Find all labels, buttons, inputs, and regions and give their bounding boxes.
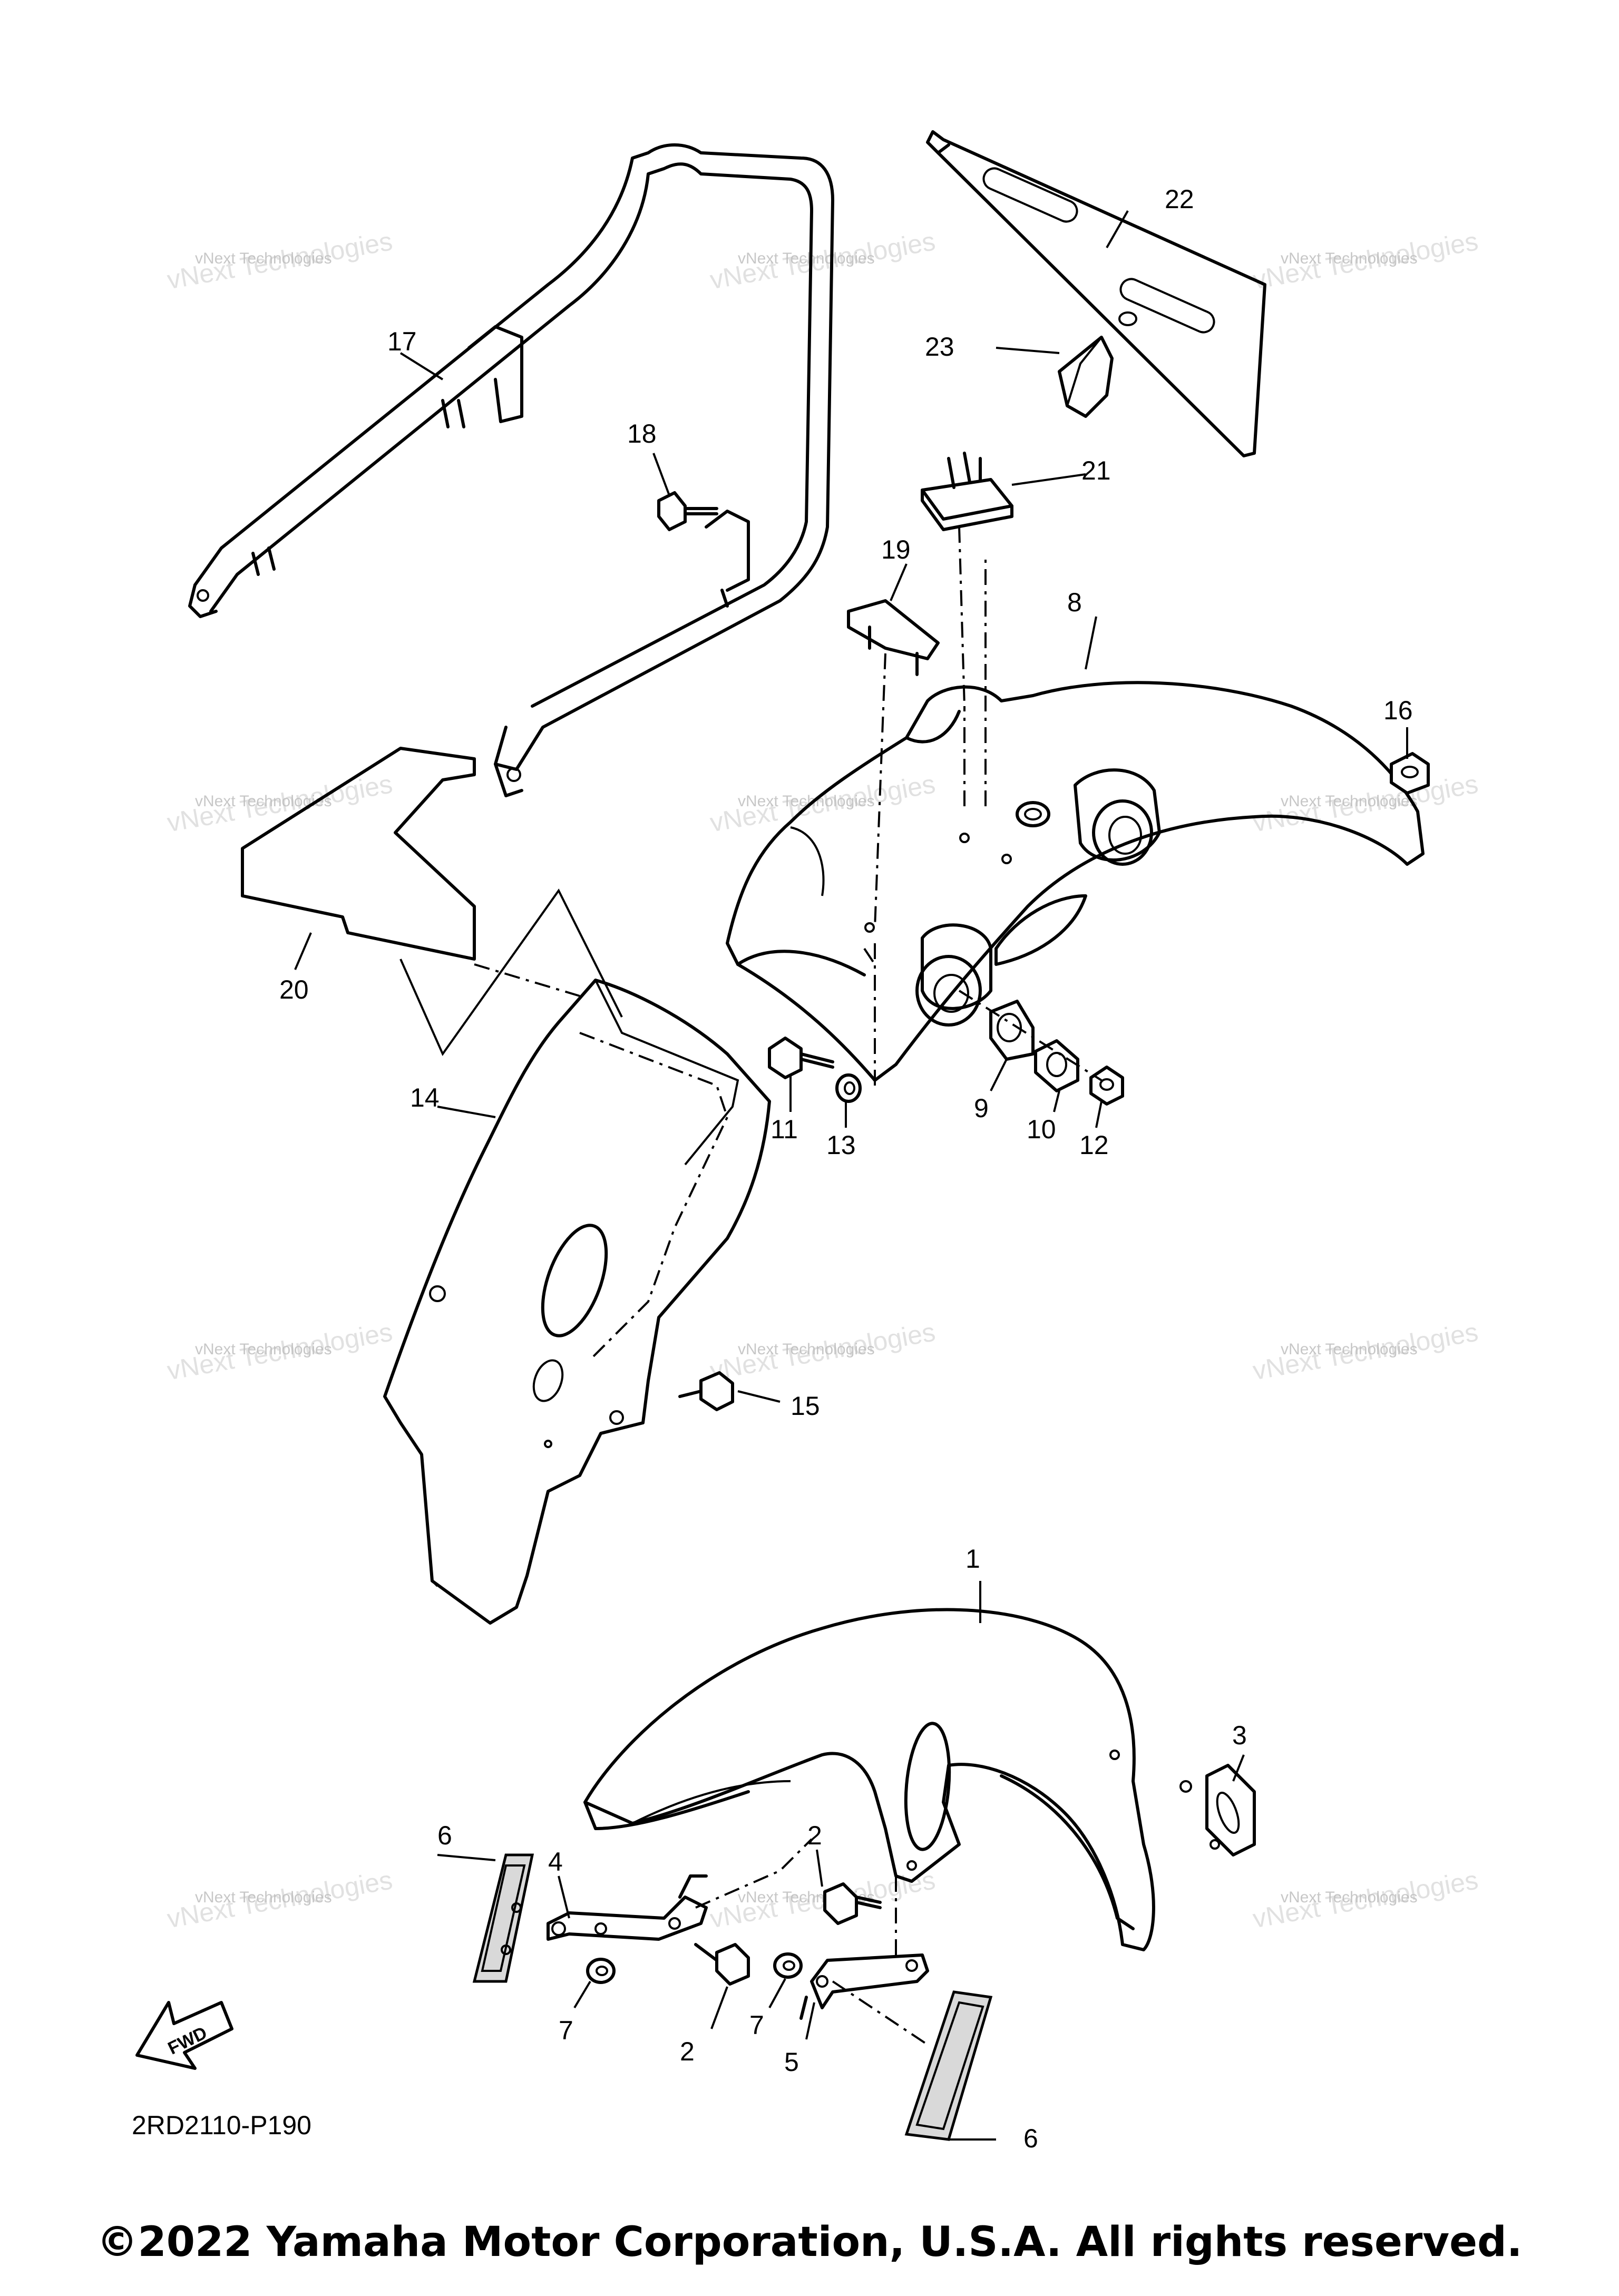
watermark: vNext Technologies vNext Technologies	[165, 1317, 395, 1385]
callout-1: 1	[965, 1544, 980, 1574]
svg-text:vNext Technologies: vNext Technologies	[1251, 769, 1480, 837]
svg-text:vNext Technologies: vNext Technologies	[195, 1889, 332, 1906]
svg-text:vNext Technologies: vNext Technologies	[165, 1317, 395, 1385]
callout-8: 8	[1067, 588, 1082, 617]
svg-text:vNext Technologies: vNext Technologies	[165, 1865, 395, 1933]
watermark: vNext Technologies vNext Technologies	[708, 1865, 938, 1933]
svg-text:vNext Technologies: vNext Technologies	[738, 250, 875, 267]
svg-text:vNext Technologies: vNext Technologies	[195, 1341, 332, 1358]
callout-17: 17	[387, 327, 417, 356]
callout-13: 13	[826, 1130, 856, 1160]
mount-line	[695, 1838, 929, 2046]
callout-22: 22	[1165, 184, 1194, 214]
part-4-bracket	[547, 1874, 708, 1941]
watermark: vNext Technologies vNext Technologies	[165, 226, 395, 295]
part-2-bolt-right	[823, 1882, 882, 1925]
axis-line	[958, 990, 1103, 1081]
part-22-license-bracket	[926, 130, 1266, 457]
svg-text:vNext Technologies: vNext Technologies	[738, 1341, 875, 1358]
callout-2: 2	[807, 1821, 822, 1850]
svg-text:vNext Technologies: vNext Technologies	[165, 226, 395, 295]
callout-9: 9	[974, 1093, 989, 1123]
part-19-spacer	[847, 599, 940, 676]
part-15-bolt	[678, 1371, 734, 1411]
callout-5: 5	[784, 2047, 799, 2077]
callout-6: 6	[437, 1821, 452, 1850]
svg-text:vNext Technologies: vNext Technologies	[708, 1865, 938, 1933]
part-12-nut	[1089, 1066, 1124, 1106]
part-9-damper	[989, 1000, 1035, 1061]
svg-text:vNext Technologies: vNext Technologies	[195, 250, 332, 267]
svg-text:vNext Technologies: vNext Technologies	[1281, 793, 1418, 810]
watermarks: vNext Technologies vNext Technologies vN…	[165, 226, 1480, 1933]
svg-text:vNext Technologies: vNext Technologies	[1281, 1341, 1418, 1358]
svg-text:vNext Technologies: vNext Technologies	[165, 769, 395, 837]
part-7-washer-right	[773, 1952, 803, 1979]
svg-text:vNext Technologies: vNext Technologies	[708, 1317, 938, 1385]
part-18-bolt	[657, 491, 718, 531]
part-10-collar	[1034, 1039, 1079, 1092]
watermark: vNext Technologies vNext Technologies	[1251, 1317, 1480, 1385]
watermark: vNext Technologies vNext Technologies	[1251, 226, 1480, 295]
callout-11: 11	[771, 1115, 798, 1144]
watermark: vNext Technologies vNext Technologies	[1251, 769, 1480, 837]
callout-19: 19	[881, 535, 911, 564]
part-11-bolt	[768, 1037, 834, 1079]
part-17-grab-bar	[188, 143, 834, 797]
svg-text:vNext Technologies: vNext Technologies	[1281, 1889, 1418, 1906]
callout-15: 15	[791, 1391, 820, 1421]
callout-18: 18	[627, 419, 657, 448]
callout-16: 16	[1383, 696, 1413, 725]
leader-lines	[294, 210, 1408, 2141]
callout-14: 14	[410, 1083, 440, 1112]
svg-text:vNext Technologies: vNext Technologies	[708, 226, 938, 295]
watermark: vNext Technologies vNext Technologies	[1251, 1865, 1480, 1933]
callout-4: 4	[548, 1847, 563, 1877]
fwd-arrow-icon: FWD	[135, 2001, 233, 2070]
callout-23: 23	[925, 332, 954, 362]
part-6-reflector-right	[904, 1990, 993, 2141]
part-7-washer-left	[586, 1958, 616, 1984]
part-23-stopper	[1058, 336, 1114, 418]
part-20-plate	[241, 747, 476, 961]
callout-10: 10	[1027, 1115, 1056, 1144]
svg-text:vNext Technologies: vNext Technologies	[1251, 226, 1480, 295]
svg-text:vNext Technologies: vNext Technologies	[1251, 1317, 1480, 1385]
svg-text:vNext Technologies: vNext Technologies	[1281, 250, 1418, 267]
callout-3: 3	[1232, 1721, 1247, 1750]
callout-7: 7	[749, 2010, 764, 2040]
callout-labels: 1 2 2 3 4 5 6 6 7 7 8 9 10 11 12 13 14 1…	[279, 184, 1413, 2153]
callout-7: 7	[559, 2016, 573, 2045]
part-14-inner-fender	[383, 979, 771, 1625]
reference-line	[399, 888, 623, 1057]
watermark: vNext Technologies vNext Technologies	[708, 1317, 938, 1385]
part-16-grommet	[1390, 752, 1430, 795]
part-3-bracket	[1179, 1764, 1256, 1857]
diagram-code: 2RD2110-P190	[132, 2111, 311, 2140]
watermark: vNext Technologies vNext Technologies	[165, 1865, 395, 1933]
callout-20: 20	[279, 975, 309, 1004]
svg-text:vNext Technologies: vNext Technologies	[708, 769, 938, 837]
callout-21: 21	[1081, 456, 1111, 485]
callout-12: 12	[1079, 1130, 1109, 1160]
copyright-notice: ©2022 Yamaha Motor Corporation, U.S.A. A…	[96, 2219, 1523, 2266]
callout-2: 2	[680, 2037, 695, 2066]
watermark: vNext Technologies vNext Technologies	[165, 769, 395, 837]
reference-line	[474, 963, 580, 997]
watermark: vNext Technologies vNext Technologies	[708, 769, 938, 837]
part-1-front-fender	[583, 1608, 1155, 1951]
part-13-washer	[835, 1073, 862, 1103]
part-5-bracket	[799, 1953, 929, 2020]
part-2-bolt-left	[694, 1943, 750, 1986]
watermark: vNext Technologies vNext Technologies	[708, 226, 938, 295]
part-21-clip	[921, 452, 1013, 531]
svg-text:vNext Technologies: vNext Technologies	[1251, 1865, 1480, 1933]
part-6-reflector-left	[472, 1853, 534, 1983]
callout-6: 6	[1023, 2124, 1038, 2153]
